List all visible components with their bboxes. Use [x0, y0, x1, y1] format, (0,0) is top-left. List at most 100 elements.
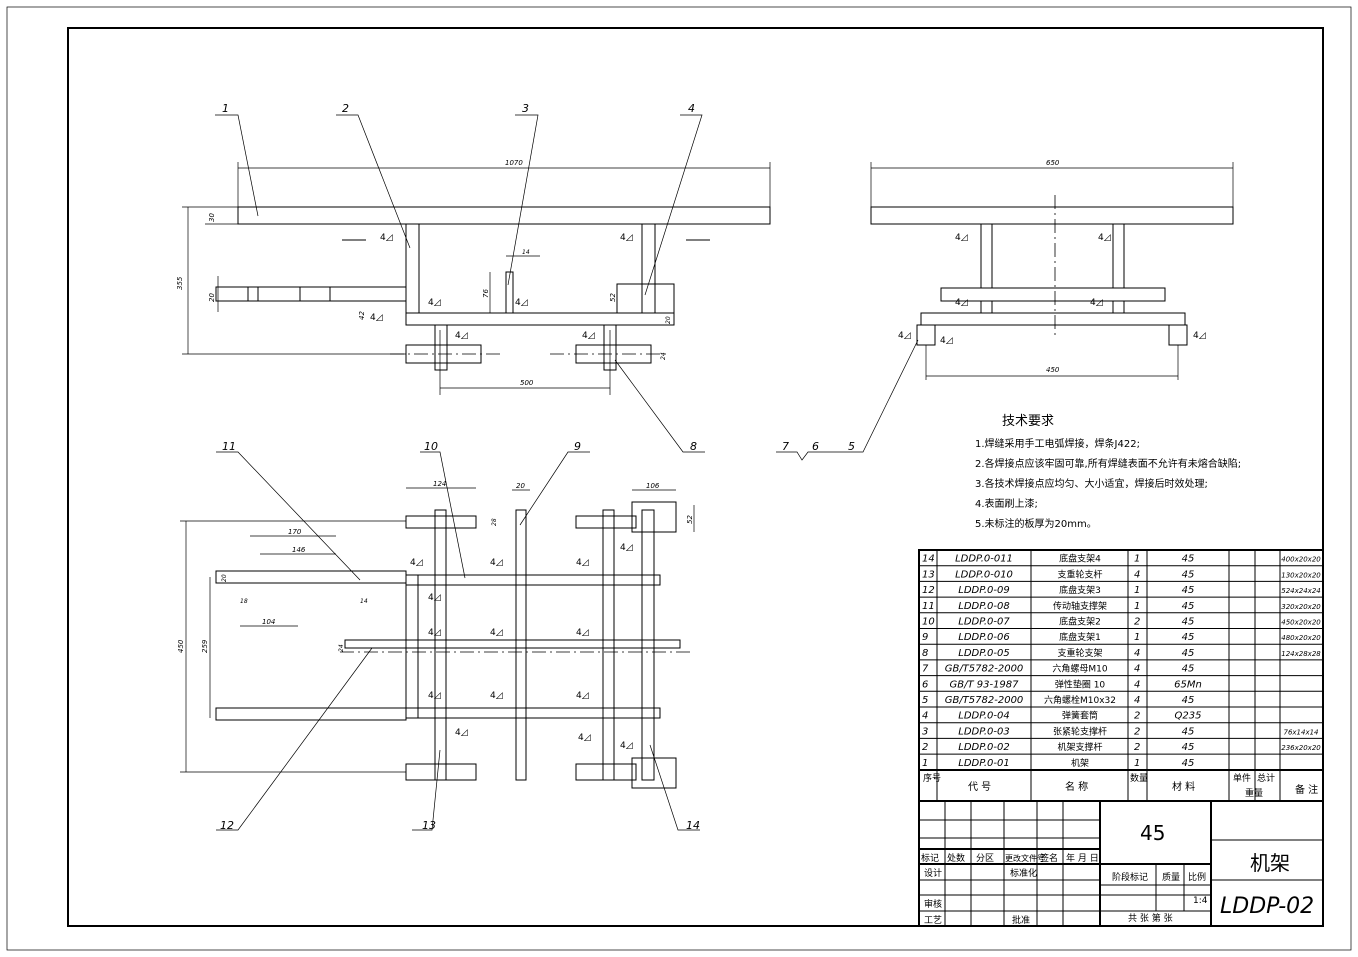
- bom-cell-qty: 1: [1134, 632, 1140, 643]
- bom-cell-name: 支重轮支架: [1057, 647, 1102, 659]
- svg-text:4◿: 4◿: [490, 558, 503, 568]
- svg-text:4◿: 4◿: [490, 691, 503, 701]
- dim-500: 500: [520, 379, 534, 387]
- bom-cell-qty: 2: [1134, 617, 1140, 628]
- tech-item-2: 2.各焊接点应该牢固可靠,所有焊缝表面不允许有未熔合缺陷;: [975, 457, 1241, 470]
- dim-30: 30: [208, 213, 216, 222]
- svg-text:4◿: 4◿: [576, 628, 589, 638]
- svg-text:4◿: 4◿: [898, 331, 911, 341]
- side-view: 650 450 4◿ 4◿ 4◿ 4◿ 4◿ 4◿ 4◿: [870, 159, 1234, 380]
- bom-cell-code: LDDP.0-07: [958, 617, 1010, 628]
- bom-cell-no: 3: [922, 726, 928, 737]
- balloon-9: 9: [574, 440, 581, 453]
- bom-cell-code: LDDP.0-09: [958, 585, 1010, 596]
- front-view: 1070 355 30 20 42 76 14 52 20 24 500 4◿ …: [176, 159, 771, 395]
- svg-text:4◿: 4◿: [620, 741, 633, 751]
- bom-cell-name: 弹性垫圈 10: [1055, 678, 1106, 690]
- bom-cell-qty: 2: [1134, 726, 1140, 737]
- bom-header-material: 材 料: [1172, 780, 1195, 793]
- tech-requirements: 技术要求 1.焊缝采用手工电弧焊接，焊条J422; 2.各焊接点应该牢固可靠,所…: [975, 414, 1241, 530]
- bom-cell-note: 524x24x24: [1281, 587, 1320, 595]
- bom-cell-material: 45: [1182, 758, 1195, 769]
- dim-259: 259: [201, 639, 209, 653]
- svg-text:4◿: 4◿: [370, 313, 383, 323]
- bom-cell-material: 45: [1182, 726, 1195, 737]
- bom-header-name: 名 称: [1065, 780, 1088, 793]
- tech-item-4: 4.表面刷上漆;: [975, 497, 1038, 510]
- bom-cell-material: 45: [1182, 664, 1195, 675]
- bom-cell-material: 45: [1182, 648, 1195, 659]
- bom-cell-material: 45: [1182, 742, 1195, 753]
- balloon-7: 7: [782, 440, 789, 453]
- bom-cell-name: 传动轴支撑架: [1053, 600, 1107, 612]
- bom-cell-material: 45: [1182, 554, 1195, 565]
- balloon-14: 14: [686, 819, 700, 832]
- bom-header-unit: 单件: [1233, 772, 1251, 784]
- svg-text:4◿: 4◿: [1090, 298, 1103, 308]
- label-scale: 比例: [1188, 871, 1206, 883]
- balloon-3: 3: [522, 102, 529, 115]
- bom-cell-material: 45: [1182, 695, 1195, 706]
- bom-cell-code: GB/T 93-1987: [949, 679, 1019, 690]
- bom-cell-name: 六角螺母M10: [1052, 663, 1107, 675]
- bom-cell-note: 130x20x20: [1281, 571, 1321, 579]
- bom-cell-qty: 2: [1134, 742, 1140, 753]
- title-block: 45 机架 LDDP-02 1:4 标记 处数 分区 更改文件号 签名 年 月 …: [918, 800, 1324, 927]
- bom-cell-qty: 4: [1134, 569, 1140, 580]
- tech-item-3: 3.各技术焊接点应均匀、大小适宜，焊接后时效处理;: [975, 477, 1208, 490]
- leaders: [215, 114, 919, 831]
- bom-cell-no: 11: [922, 601, 935, 612]
- dim-24: 24: [660, 352, 667, 360]
- bom-cell-name: 支重轮支杆: [1057, 568, 1102, 580]
- bom-cell-material: 45: [1182, 569, 1195, 580]
- bom-cell-name: 底盘支架3: [1059, 584, 1101, 596]
- bom-cell-code: LDDP.0-011: [955, 554, 1013, 565]
- dim-124: 124: [433, 480, 446, 488]
- dim-28: 28: [491, 518, 498, 526]
- balloon-numbers: 1 2 3 4 5 6 7 8 9 10 11 12 13 14: [220, 102, 855, 832]
- bom-cell-code: LDDP.0-08: [958, 601, 1010, 612]
- dim-14: 14: [522, 249, 530, 256]
- bom-header-no: 序号: [923, 772, 941, 784]
- bom-cell-material: 45: [1182, 617, 1195, 628]
- bom-cell-no: 8: [922, 648, 928, 659]
- dim-52b: 52: [686, 515, 694, 524]
- title-drawing-no: LDDP-02: [1220, 894, 1314, 919]
- svg-text:4◿: 4◿: [455, 728, 468, 738]
- bom-cell-name: 底盘支架1: [1059, 631, 1101, 643]
- balloon-12: 12: [220, 819, 234, 832]
- bom-cell-code: GB/T5782-2000: [945, 695, 1024, 706]
- label-design: 设计: [924, 867, 942, 879]
- label-review: 审核: [924, 898, 942, 910]
- bom-cell-code: LDDP.0-04: [958, 711, 1010, 722]
- svg-text:4◿: 4◿: [620, 543, 633, 553]
- bom-header-qty: 数量: [1130, 772, 1148, 784]
- dim-355: 355: [176, 276, 184, 290]
- bom-cell-note: 124x28x28: [1281, 650, 1321, 658]
- bom-cell-name: 六角螺栓M10x32: [1044, 694, 1116, 706]
- bom-cell-no: 6: [922, 679, 928, 690]
- label-sign: 签名: [1040, 852, 1058, 864]
- label-approve: 批准: [1012, 914, 1030, 926]
- svg-text:4◿: 4◿: [582, 331, 595, 341]
- bom-cell-name: 机架: [1071, 757, 1089, 769]
- bom-cell-no: 13: [922, 569, 935, 580]
- tech-item-5: 5.未标注的板厚为20mm。: [975, 517, 1097, 530]
- bom-cell-code: LDDP.0-05: [958, 648, 1010, 659]
- bom-header-weight: 重量: [1245, 787, 1263, 799]
- svg-text:4◿: 4◿: [428, 691, 441, 701]
- bom-header-total: 总计: [1257, 772, 1275, 784]
- dim-42: 42: [358, 311, 366, 320]
- svg-text:4◿: 4◿: [955, 298, 968, 308]
